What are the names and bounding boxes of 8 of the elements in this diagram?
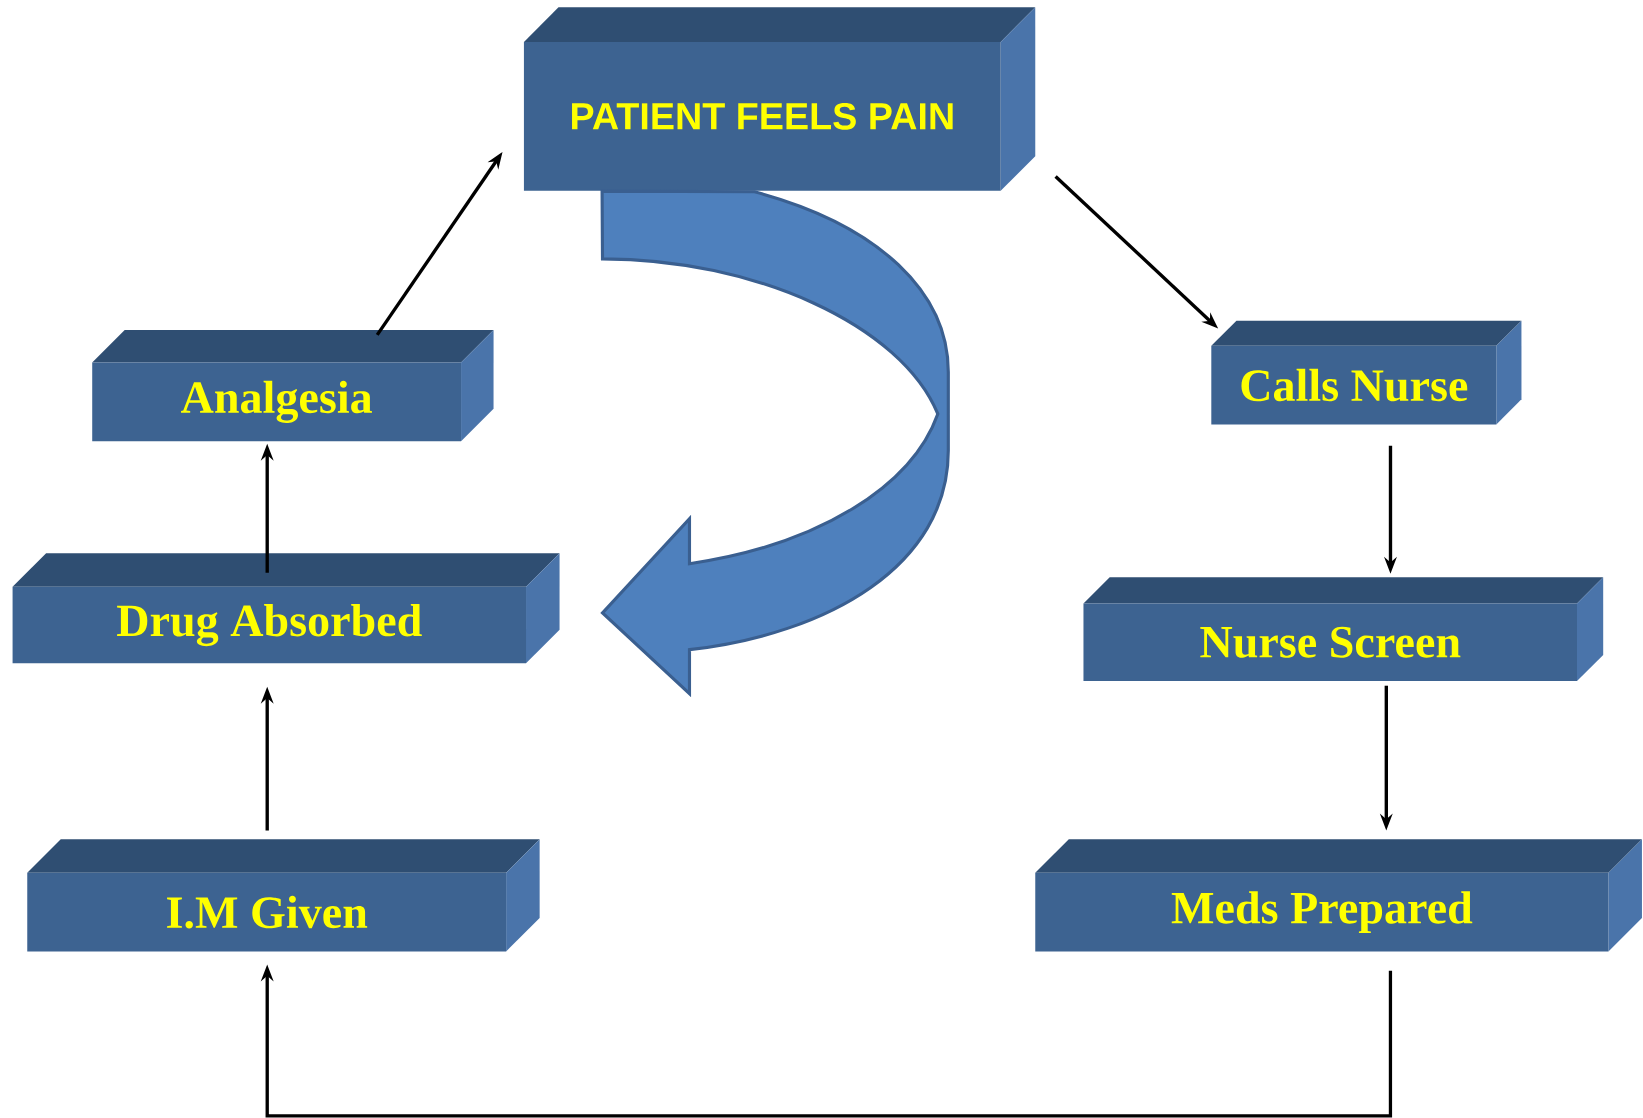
box: I.M Given [27, 839, 540, 952]
box: Drug Absorbed [12, 553, 560, 664]
box: Calls Nurse [1211, 320, 1522, 425]
box: Analgesia [92, 330, 494, 442]
box: Nurse Screen [1083, 577, 1604, 682]
box: Meds Prepared [1035, 839, 1642, 952]
box: PATIENT FEELS PAIN [523, 7, 1036, 191]
curved-arrow [600, 189, 950, 696]
